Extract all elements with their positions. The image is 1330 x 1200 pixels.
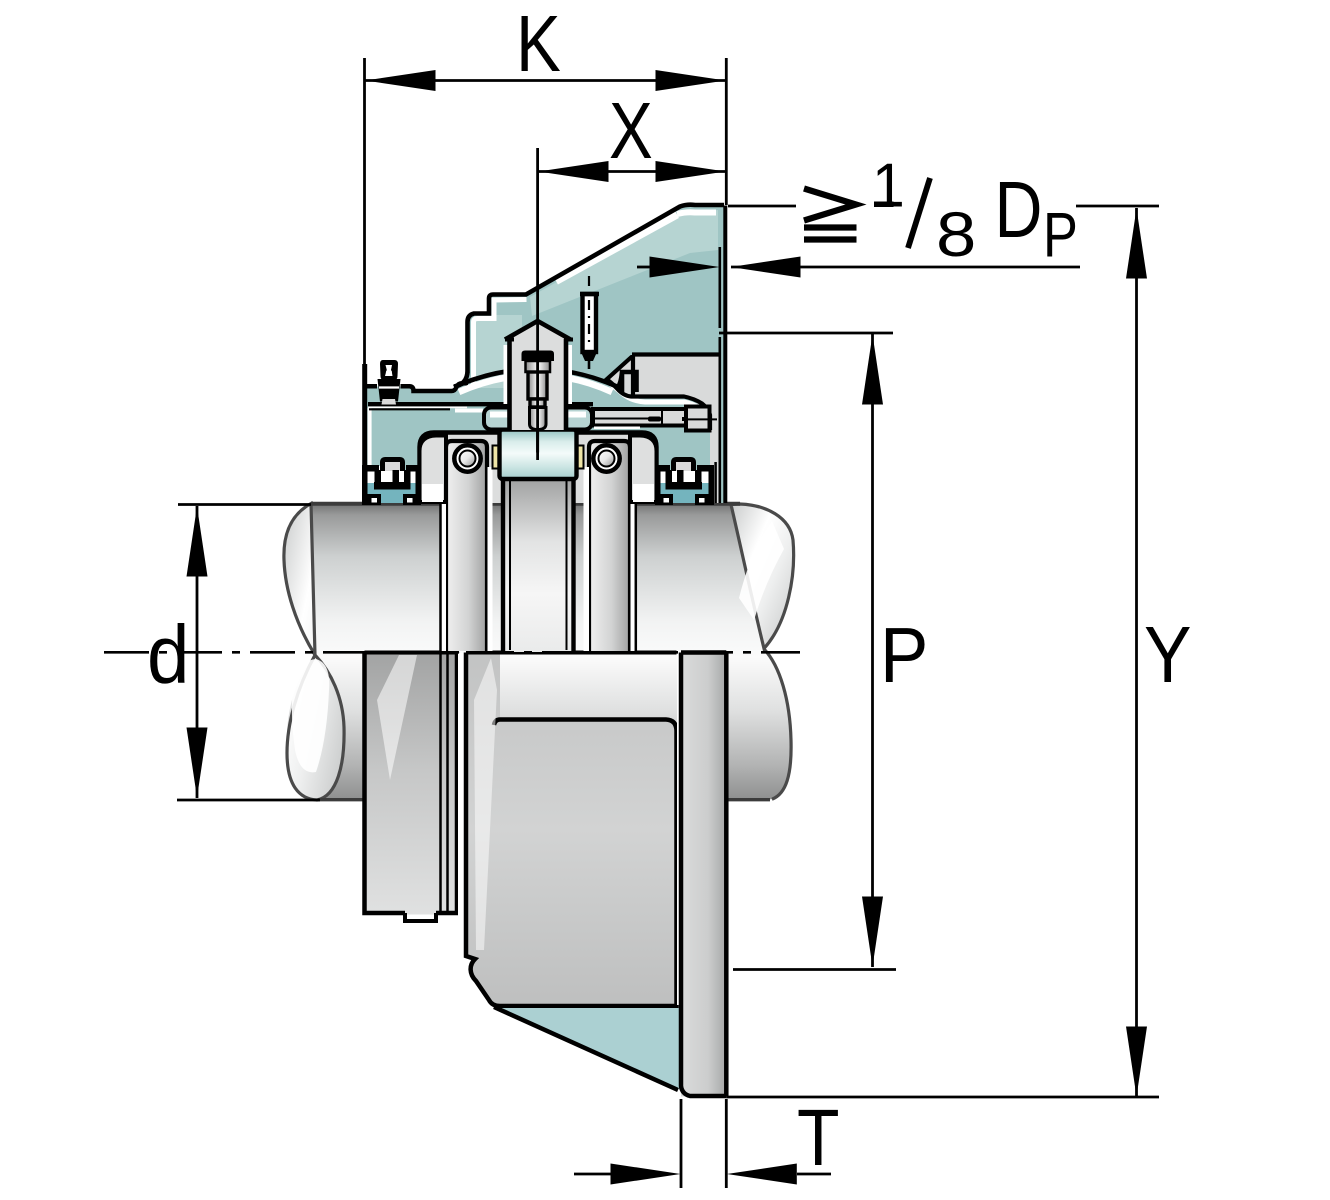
svg-text:P: P [880, 612, 928, 699]
svg-text:1: 1 [872, 150, 905, 220]
svg-text:T: T [797, 1092, 840, 1182]
svg-text:8: 8 [936, 200, 976, 270]
svg-text:D: D [995, 164, 1043, 254]
svg-text:X: X [609, 86, 653, 176]
svg-text:Y: Y [1144, 610, 1191, 700]
svg-text:K: K [516, 0, 561, 88]
svg-text:d: d [147, 608, 189, 701]
svg-text:P: P [1043, 201, 1078, 271]
